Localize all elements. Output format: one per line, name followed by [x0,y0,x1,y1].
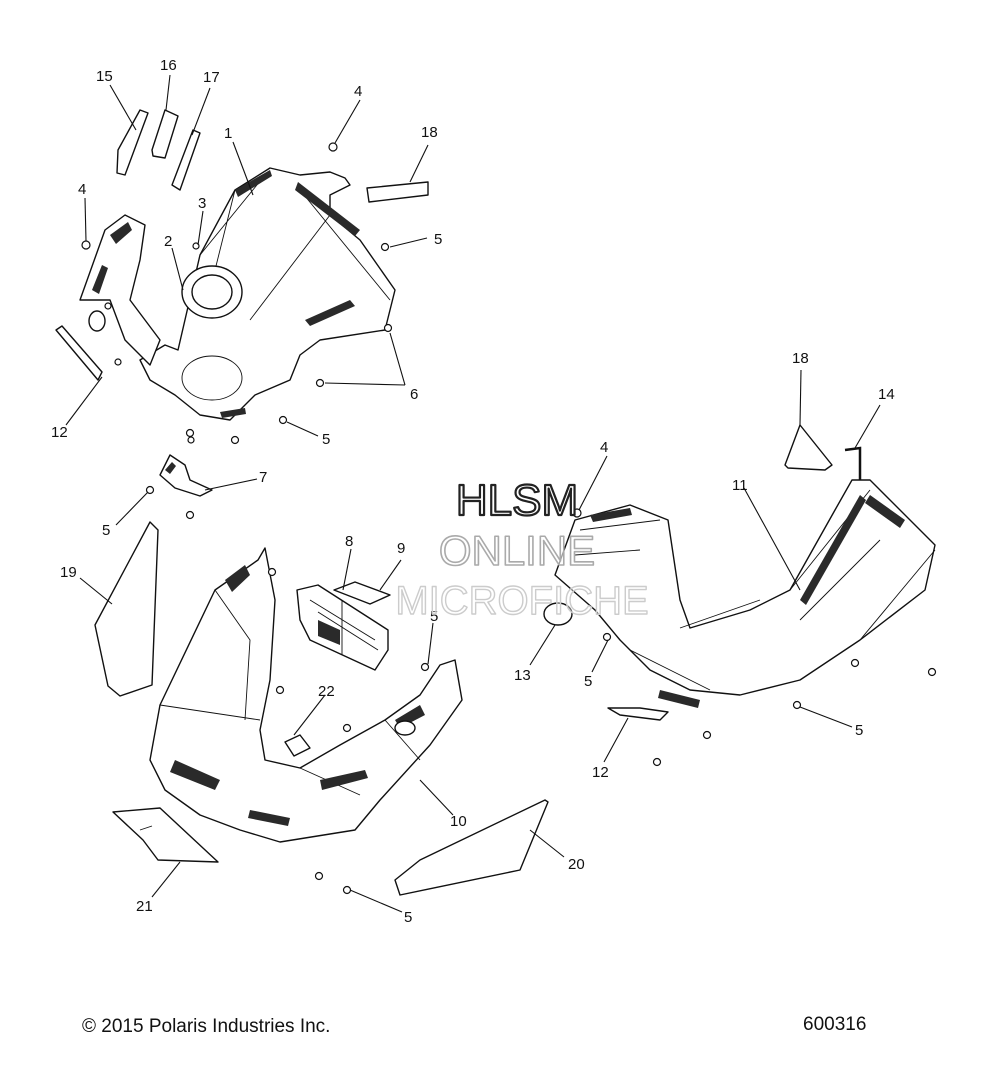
callout-4-b: 4 [78,181,86,198]
pad-17 [171,129,201,191]
pad-15 [116,109,149,176]
panel-19 [94,521,159,697]
callout-6: 6 [410,386,418,403]
bracket-7 [159,454,213,497]
lower-panel-assembly [149,547,463,843]
diagram-number: 600316 [803,1014,867,1035]
callout-11: 11 [732,477,748,494]
right-panel-assembly [554,479,936,708]
clip-14 [844,446,862,480]
callout-5-f: 5 [584,673,592,690]
upper-panel-assembly [55,167,396,421]
cap-13 [543,602,573,626]
callout-3: 3 [198,195,206,212]
pad-9 [333,581,391,605]
copyright-notice: © 2015 Polaris Industries Inc. [82,1016,331,1037]
callout-20: 20 [568,856,585,873]
strap-12-right [607,707,669,721]
callout-9: 9 [397,540,405,557]
callout-22: 22 [318,683,335,700]
callout-17: 17 [203,69,220,86]
callout-19: 19 [60,564,77,581]
callout-5-g: 5 [855,722,863,739]
callout-4-c: 4 [600,439,608,456]
callout-18-a: 18 [421,124,438,141]
pad-18-right [784,424,833,471]
callout-14: 14 [878,386,895,403]
callout-4-a: 4 [354,83,362,100]
callout-7: 7 [259,469,267,486]
callout-5-d: 5 [430,608,438,625]
callout-10: 10 [450,813,467,830]
pad-18-upper [366,181,429,203]
callout-16: 16 [160,57,177,74]
watermark-line-1: HLSM [456,476,578,525]
callout-5-a: 5 [434,231,442,248]
callout-13: 13 [514,667,531,684]
callout-numbers: 1 2 3 4 4 4 5 5 5 5 5 5 5 5 6 7 8 9 10 1… [51,57,895,926]
callout-12-b: 12 [592,764,609,781]
grille-8 [296,584,389,671]
callout-5-e: 5 [404,909,412,926]
callout-2: 2 [164,233,172,250]
panel-20 [394,799,549,896]
fasteners [81,142,937,895]
callout-21: 21 [136,898,153,915]
callout-1: 1 [224,125,232,142]
callout-12-a: 12 [51,424,68,441]
callout-5-b: 5 [322,431,330,448]
callout-5-c: 5 [102,522,110,539]
watermark-line-3: MICROFICHE [395,579,648,623]
pad-16 [151,109,179,159]
leader-lines [65,74,881,913]
callout-18-b: 18 [792,350,809,367]
watermark-line-2: ONLINE [439,527,595,574]
watermark: HLSM ONLINE MICROFICHE [395,475,650,624]
panel-21 [112,807,219,863]
callout-15: 15 [96,68,113,85]
callout-8: 8 [345,533,353,550]
